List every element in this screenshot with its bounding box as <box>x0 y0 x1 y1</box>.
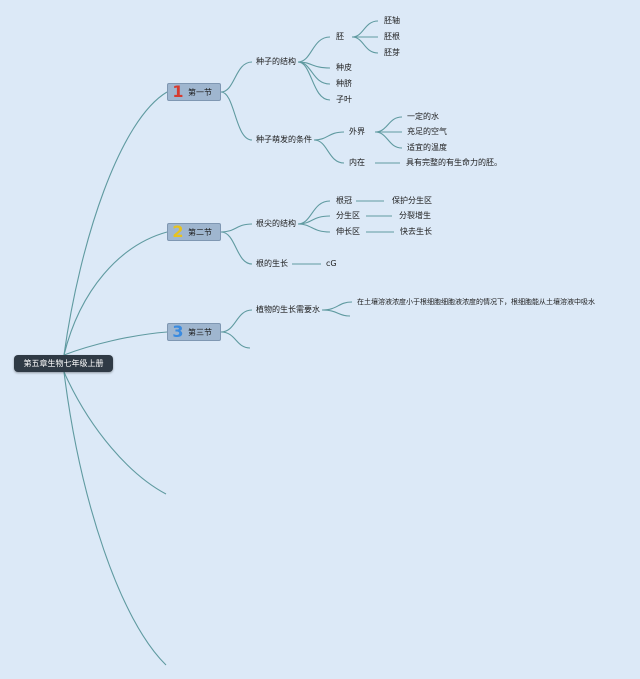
zone-desc-node[interactable]: 分裂增生 <box>399 211 431 220</box>
zone-name-node[interactable]: 伸长区 <box>336 227 360 236</box>
germination-node[interactable]: 种子萌发的条件 <box>256 135 312 144</box>
section-2-label: 第二节 <box>188 227 212 237</box>
condition-node[interactable]: 适宜的温度 <box>407 143 447 152</box>
root-tip-node[interactable]: 根尖的结构 <box>256 219 296 228</box>
section-3-label: 第三节 <box>188 327 212 337</box>
zone-desc-node[interactable]: 快去生长 <box>400 227 432 236</box>
section-3-node[interactable]: 3 第三节 <box>167 323 221 341</box>
internal-condition-node[interactable]: 具有完整的有生命力的胚。 <box>406 158 502 167</box>
zone-name-node[interactable]: 分生区 <box>336 211 360 220</box>
zone-desc-node[interactable]: 保护分生区 <box>392 196 432 205</box>
embryo-part-node[interactable]: 胚芽 <box>384 48 400 57</box>
root-growth-node[interactable]: 根的生长 <box>256 259 288 268</box>
zone-name-node[interactable]: 根冠 <box>336 196 352 205</box>
condition-node[interactable]: 充足的空气 <box>407 127 447 136</box>
seed-structure-node[interactable]: 种子的结构 <box>256 57 296 66</box>
root-growth-value-node[interactable]: cG <box>326 259 337 268</box>
section-2-node[interactable]: 2 第二节 <box>167 223 221 241</box>
number-3-icon: 3 <box>172 322 184 341</box>
condition-node[interactable]: 一定的水 <box>407 112 439 121</box>
seed-part-node[interactable]: 种脐 <box>336 79 352 88</box>
embryo-part-node[interactable]: 胚根 <box>384 32 400 41</box>
number-1-icon: 1 <box>172 82 184 101</box>
seed-part-node[interactable]: 种皮 <box>336 63 352 72</box>
number-2-icon: 2 <box>172 222 184 241</box>
water-absorption-node[interactable]: 在土壤溶液浓度小于根细胞细胞液浓度的情况下，根细胞能从土壤溶液中吸水 <box>357 298 595 306</box>
embryo-node[interactable]: 胚 <box>336 32 344 41</box>
internal-node[interactable]: 内在 <box>349 158 365 167</box>
external-node[interactable]: 外界 <box>349 127 365 136</box>
section-1-node[interactable]: 1 第一节 <box>167 83 221 101</box>
seed-part-node[interactable]: 子叶 <box>336 95 352 104</box>
water-need-node[interactable]: 植物的生长需要水 <box>256 305 320 314</box>
root-node[interactable]: 第五章生物七年级上册 <box>14 355 113 372</box>
embryo-part-node[interactable]: 胚轴 <box>384 16 400 25</box>
section-1-label: 第一节 <box>188 87 212 97</box>
